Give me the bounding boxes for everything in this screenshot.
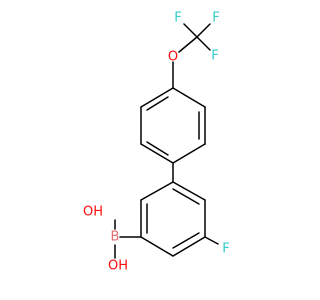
c-f-bond [204,236,219,245]
structure-diagram: F F F O F B OH OH [83,11,230,274]
fluorine-atom-label: F [212,11,219,26]
hydroxyl-label: OH [108,259,128,274]
boron-atom-label: B [111,230,120,245]
ring-fluorine-label: F [222,242,229,257]
ether-oxygen-label: O [168,50,178,65]
molecule-canvas: F F F O F B OH OH [83,11,230,274]
upper-phenyl-ring [140,87,206,164]
fluorine-atom-label: F [211,49,218,64]
trifluoromethyl-bonds [172,23,211,89]
fluorine-atom-label: F [174,11,181,26]
lower-phenyl-ring [140,181,206,257]
hydroxyl-label: OH [83,205,103,220]
